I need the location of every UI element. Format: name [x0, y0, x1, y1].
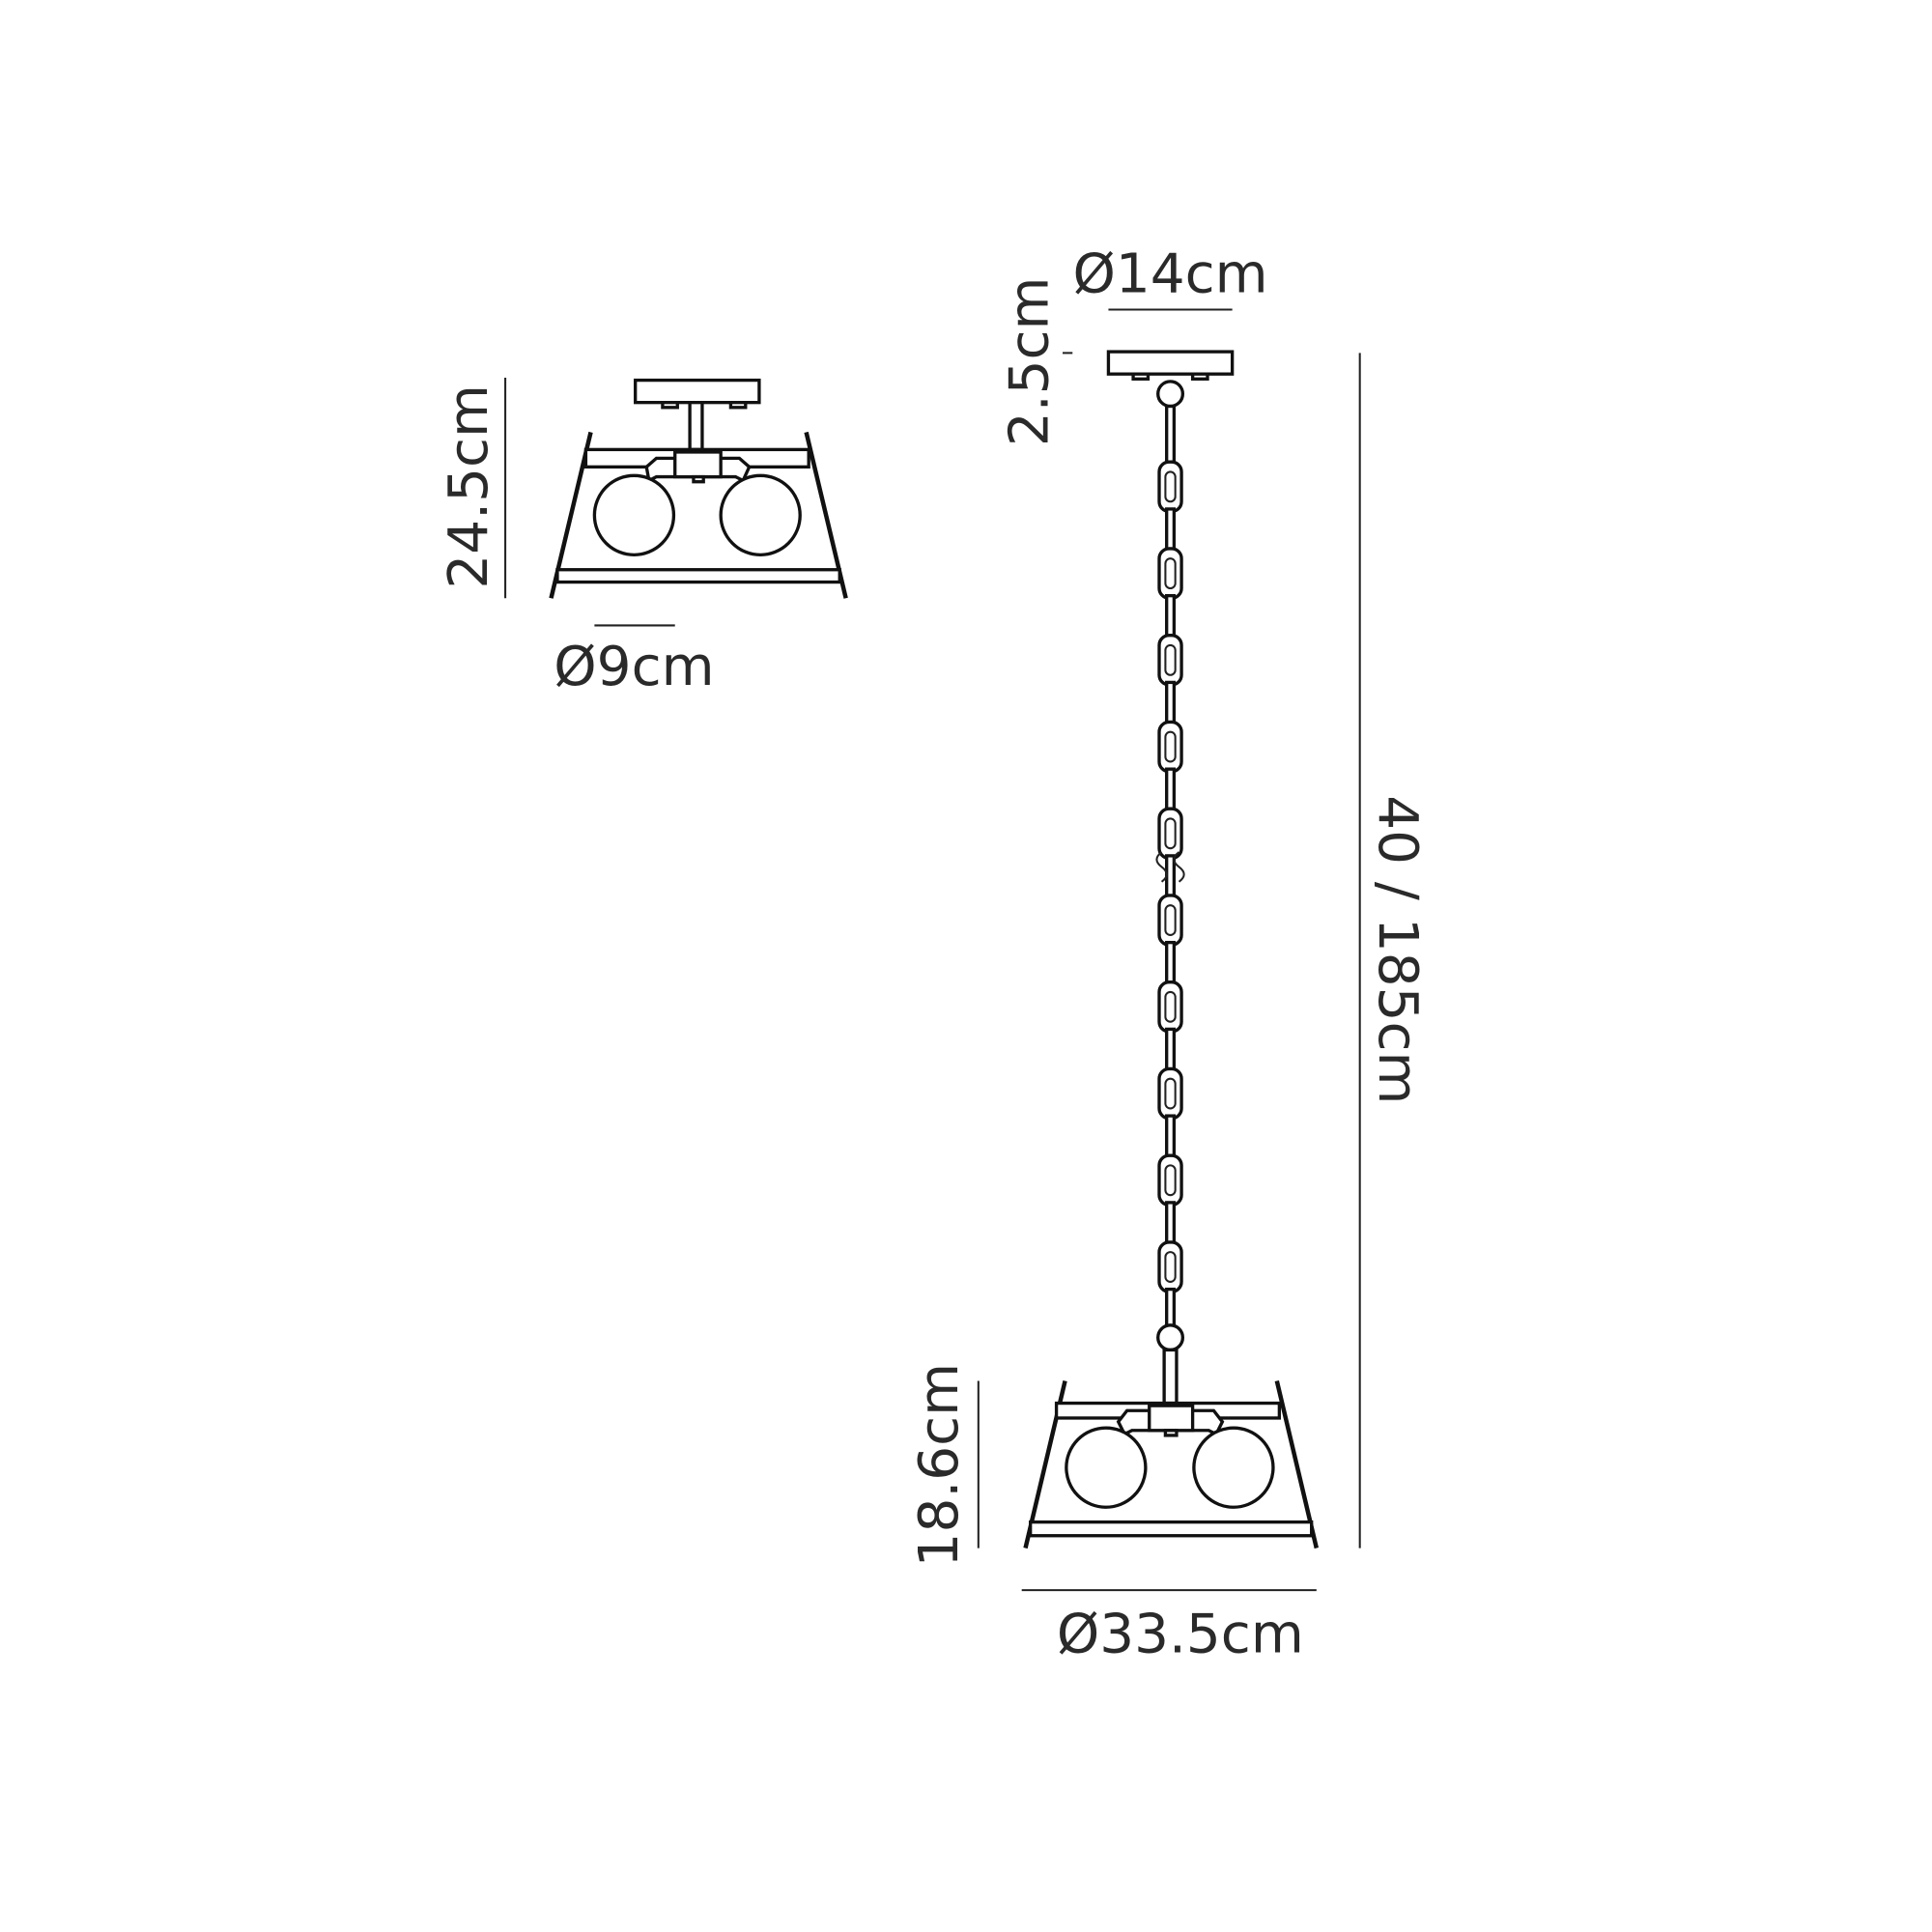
chain-link [1165, 404, 1177, 464]
chain-link [1164, 470, 1177, 503]
chain-link [1157, 807, 1183, 861]
canopy-diameter-label: Ø14cm [1072, 243, 1267, 306]
chain-link [1157, 894, 1183, 947]
overall-height-label: 40 / 185cm [1366, 795, 1429, 1104]
chain-link [1165, 507, 1177, 554]
chain-link [1165, 680, 1177, 726]
chain-link [1157, 720, 1183, 774]
height-label: 24.5cm [438, 384, 500, 589]
chain-link [1164, 990, 1177, 1023]
chain-link [1157, 980, 1183, 1034]
pendant-dimensions: Ø14cm 2.5cm 40 / 185cm 18.6cm Ø33.5cm [908, 243, 1429, 1666]
chain-link [1165, 1201, 1177, 1247]
chain-link [1164, 904, 1177, 936]
chain-link [1165, 594, 1177, 639]
chain-link [1164, 1164, 1177, 1197]
chain-link [1157, 460, 1183, 514]
chain-link [1164, 1251, 1177, 1283]
chain-link [1157, 634, 1183, 687]
pendant-lamp [1023, 350, 1320, 1549]
chain-link [1164, 1077, 1177, 1110]
chain-link [1165, 1027, 1177, 1073]
chain-link [1164, 643, 1177, 676]
chain-link [1165, 940, 1177, 986]
chain [1157, 404, 1183, 1333]
chain-link [1157, 1153, 1183, 1208]
chain-link [1165, 854, 1177, 900]
chain-link [1157, 1240, 1183, 1293]
chain-link [1164, 730, 1177, 763]
semi-flush-lamp [549, 378, 848, 599]
chain-link [1164, 817, 1177, 850]
chain-link [1164, 557, 1177, 590]
chain-link [1157, 547, 1183, 600]
chain-link [1157, 1066, 1183, 1121]
canopy-height-label: 2.5cm [999, 277, 1062, 447]
chain-link [1165, 1114, 1177, 1160]
fixture-height-label: 18.6cm [908, 1363, 971, 1568]
stem-diameter-label: Ø9cm [554, 636, 714, 698]
semi-flush-dimensions: 24.5cm Ø9cm [438, 378, 715, 698]
fixture-diameter-label: Ø33.5cm [1057, 1603, 1304, 1665]
chain-link [1165, 767, 1177, 813]
